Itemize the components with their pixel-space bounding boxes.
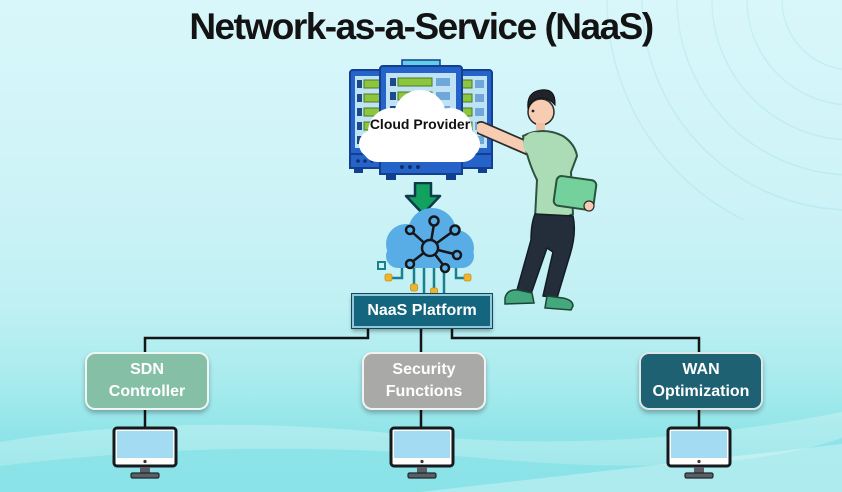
node-label-line2: Functions — [385, 383, 463, 400]
cloud-provider-label: Cloud Provider — [369, 116, 471, 132]
naas-platform-box: NaaS Platform — [351, 293, 493, 329]
cloud-network-icon — [377, 208, 474, 302]
desktop-monitor-icon — [389, 426, 455, 479]
node-label-line1: WAN — [682, 361, 720, 379]
cloud-icon — [359, 90, 480, 162]
node-security-functions: Security Functions — [362, 352, 486, 410]
desktop-monitor-icon — [112, 426, 178, 479]
node-label-line1: Security — [392, 361, 456, 379]
node-label-line2: Controller — [108, 383, 186, 400]
node-label-line1: SDN — [130, 361, 164, 379]
node-label-line2: Optimization — [652, 383, 750, 400]
node-wan-optimization: WAN Optimization — [639, 352, 763, 410]
arrow-down-icon — [404, 182, 442, 216]
desktop-monitor-icon — [666, 426, 732, 479]
naas-platform-label: NaaS Platform — [367, 302, 477, 319]
page-title: Network-as-a-Service (NaaS) — [189, 6, 654, 47]
node-sdn-controller: SDN Controller — [85, 352, 209, 410]
person-pointing-illustration — [477, 89, 598, 311]
